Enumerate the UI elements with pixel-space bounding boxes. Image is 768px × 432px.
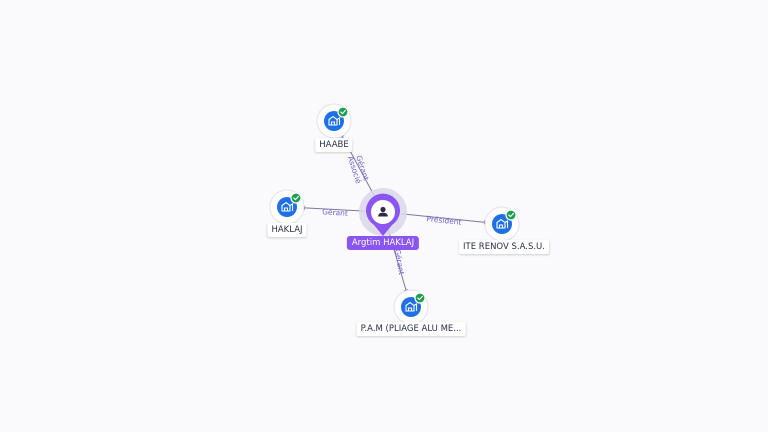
nodes-layer — [269, 103, 520, 325]
edge-label: Président — [426, 214, 462, 227]
verified-icon — [414, 292, 426, 304]
person-node[interactable] — [359, 188, 407, 236]
company-label[interactable]: ITE RENOV S.A.S.U. — [459, 240, 549, 254]
company-icon-house — [405, 301, 415, 312]
company-icon-wing — [289, 203, 294, 211]
verified-disc — [505, 209, 517, 221]
company-disc — [324, 111, 344, 131]
company-icon-house — [496, 218, 506, 229]
company-icon-house — [281, 201, 291, 212]
company-icon — [405, 301, 418, 312]
verified-disc — [290, 192, 302, 204]
company-icon-door — [407, 307, 413, 311]
person-icon-head — [380, 206, 386, 213]
edge-label: Gérant — [322, 207, 348, 218]
edge-haklaj: Gérant — [300, 205, 366, 218]
company-node-ite[interactable] — [484, 206, 520, 242]
edge-line — [304, 207, 366, 212]
edge-line — [400, 213, 485, 223]
company-disc — [492, 214, 512, 234]
verified-icon — [337, 106, 349, 118]
company-node-haklaj[interactable] — [269, 189, 305, 225]
check-icon — [417, 295, 423, 301]
company-disc — [401, 297, 421, 317]
company-icon-door — [330, 121, 336, 125]
company-icon-wing — [504, 220, 509, 228]
check-icon — [293, 195, 299, 201]
company-label[interactable]: HAABE — [315, 138, 353, 152]
verified-icon — [505, 209, 517, 221]
person-icon — [378, 206, 388, 217]
company-node-haabe[interactable] — [316, 103, 352, 139]
edge-ite: Président — [400, 213, 489, 227]
company-icon-house — [328, 115, 338, 126]
company-icon-door — [498, 224, 504, 228]
company-label[interactable]: P.A.M (PLIAGE ALU ME... — [356, 322, 466, 336]
company-label[interactable]: HAKLAJ — [267, 223, 307, 237]
verified-disc — [337, 106, 349, 118]
edge-label: Gérant — [393, 248, 406, 275]
verified-icon — [290, 192, 302, 204]
company-icon-door — [283, 207, 289, 211]
company-icon — [328, 115, 341, 126]
check-icon — [340, 109, 346, 115]
verified-disc — [414, 292, 426, 304]
company-icon-wing — [413, 303, 418, 311]
company-icon — [281, 201, 294, 212]
person-label[interactable]: Argtim HAKLAJ — [346, 236, 420, 250]
company-node-pam[interactable] — [393, 289, 429, 325]
company-icon-wing — [336, 117, 341, 125]
company-icon — [496, 218, 509, 229]
company-disc — [277, 197, 297, 217]
check-icon — [508, 212, 514, 218]
person-icon-body — [378, 212, 388, 217]
